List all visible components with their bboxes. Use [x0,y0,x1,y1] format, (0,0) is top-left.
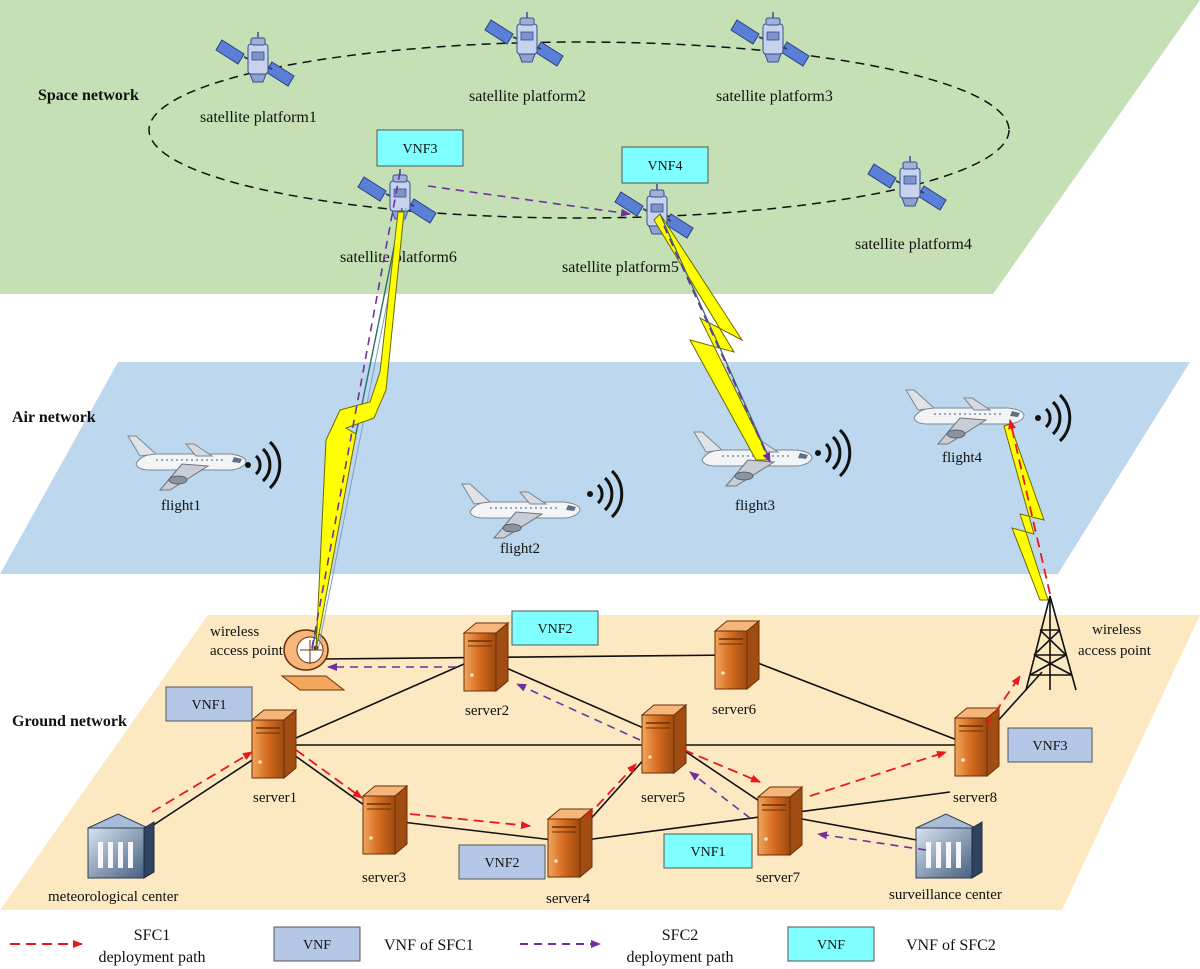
right-access-point-label-line1: wireless [1092,622,1141,638]
legend-vnf-sfc1-box-label: VNF [303,938,331,953]
server8-label: server8 [953,790,997,806]
air-network-plane [0,362,1190,574]
server2-label: server2 [465,703,509,719]
vnf2-server4-label: VNF2 [484,856,519,871]
vnf2-server2-box [511,610,599,646]
lightning-tower-flight4 [1003,423,1049,601]
sfc1-path [151,419,1051,830]
legend-sfc2-label-line1: SFC2 [662,927,698,944]
satellite-platform2-label: satellite platform2 [469,88,586,105]
server1-icon [251,709,297,779]
flight4-label: flight4 [942,450,982,466]
sat5-flight3-link [659,213,771,461]
vnf2-server4-box [458,844,546,880]
server8-icon [954,707,1000,777]
vnf3-server8-box [1007,727,1093,763]
left-access-point-label-line1: wireless [210,624,259,640]
flight1-label: flight1 [161,498,201,514]
vnf3-server8-label: VNF3 [1032,739,1067,754]
surveillance-center-label: surveillance center [889,887,1002,903]
lightning-sat6-dish [315,211,405,651]
vnf3-space-box [376,129,464,167]
server3-icon [362,785,408,855]
legend-sfc1-label-line1: SFC1 [134,927,170,944]
server7-label: server7 [756,870,801,886]
satellite-orbit [148,41,1010,219]
vnf4-space-label: VNF4 [647,159,682,174]
satellite-platform3-label: satellite platform3 [716,88,833,105]
vnf1-server1-label: VNF1 [191,698,226,713]
satellite-platform1-label: satellite platform1 [200,109,317,126]
server7-icon [757,786,803,856]
legend-sfc2-label-line2: deployment path [626,949,733,966]
vnf3-space-label: VNF3 [402,142,437,157]
flight3-label: flight3 [735,498,775,514]
legend-vnf-sfc2-box [787,926,875,962]
ground-links [151,654,1043,847]
vnf1-server7-label: VNF1 [690,845,725,860]
vnf1-server1-box [165,686,253,722]
meteorological-center-label: meteorological center [48,889,178,905]
server4-icon [547,808,593,878]
server4-label: server4 [546,891,591,907]
server6-label: server6 [712,702,757,718]
satellite-platform5-label: satellite platform5 [562,259,679,276]
right-access-point-label-line2: access point [1078,643,1152,659]
legend-vnf-sfc2-box-label: VNF [817,938,845,953]
lightning-sat5-flight3 [653,213,771,461]
satellite-platform4-label: satellite platform4 [855,236,972,253]
space-network-label: Space network [38,87,139,104]
ground-network-label: Ground network [12,713,127,730]
legend-vnf-sfc2-text: VNF of SFC2 [906,937,996,954]
cell-tower-icon [1025,595,1077,691]
server6-icon [714,620,760,690]
server5-icon [641,704,687,774]
vnf1-server7-box [663,833,753,869]
sfc2-path [311,171,927,851]
server3-label: server3 [362,870,406,886]
server1-label: server1 [253,790,297,806]
space-network-plane [0,0,1200,294]
vnf2-server2-label: VNF2 [537,622,572,637]
vnf4-space-box [621,146,709,184]
server5-label: server5 [641,790,685,806]
legend-sfc1-label-line2: deployment path [98,949,205,966]
flight2-label: flight2 [500,541,540,557]
legend-vnf-sfc1-text: VNF of SFC1 [384,937,474,954]
server2-icon [463,622,509,692]
air-network-label: Air network [12,409,96,426]
left-access-point-label-line2: access point [210,643,284,659]
legend-vnf-sfc1-box [273,926,361,962]
